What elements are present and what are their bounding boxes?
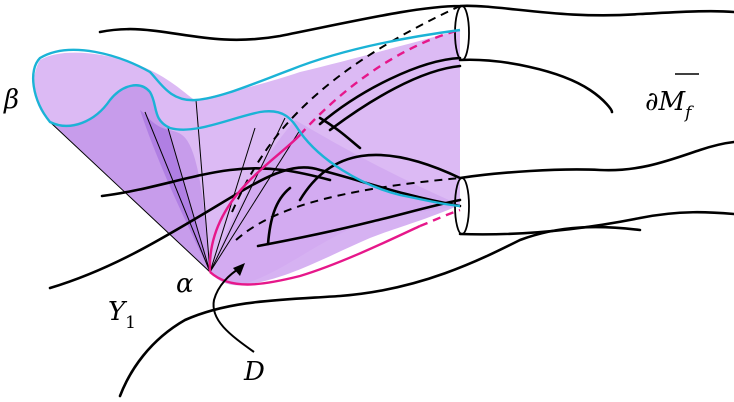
surface-region-darkest: [140, 110, 210, 272]
beta-curve: [32, 28, 461, 208]
inner-arch-top-2: [328, 64, 462, 132]
label-beta: β: [3, 85, 19, 115]
label-alpha: α: [176, 269, 194, 299]
magenta-solid: [208, 134, 301, 273]
top-ellipse: [454, 5, 470, 61]
label-d: D: [243, 357, 265, 387]
label-y1: Y1: [108, 297, 136, 333]
label-m: M: [657, 87, 686, 117]
inner-curve-d: [256, 198, 462, 248]
inner-arch-bottom: [318, 116, 362, 150]
manifold-outline: [48, 4, 734, 398]
label-partial: ∂: [645, 87, 658, 117]
magenta-dashed-top: [299, 28, 461, 136]
magenta-dashed-lower: [419, 208, 461, 228]
d-arrow-shaft: [212, 267, 255, 353]
cyan-boundary: [32, 28, 461, 208]
label-boundary-m: ∂Mf: [645, 87, 694, 123]
d-outer-curve: [118, 225, 642, 398]
magenta-curves: [208, 28, 461, 286]
magenta-lower-solid: [209, 224, 421, 286]
inner-hook: [266, 186, 292, 246]
label-y1-main: Y: [108, 297, 128, 327]
d-arrow-head: [233, 263, 245, 276]
tube-bottom-edge: [458, 210, 734, 236]
tube-top-edge: [98, 4, 734, 42]
hidden-lines: [231, 5, 461, 241]
surface-region-dark: [50, 85, 210, 272]
tube-top-lower-edge: [458, 58, 614, 114]
label-m-sub: f: [683, 103, 694, 123]
tube-middle-edge: [298, 140, 734, 202]
inner-arch-top: [318, 56, 462, 126]
hidden-line-lower: [235, 177, 461, 241]
label-y1-sub: 1: [125, 313, 136, 333]
hidden-line-top: [231, 5, 461, 213]
y1-upper-curve: [100, 167, 332, 198]
d-arrow: [212, 263, 255, 353]
labels: β α Y1 D ∂Mf: [3, 73, 699, 387]
